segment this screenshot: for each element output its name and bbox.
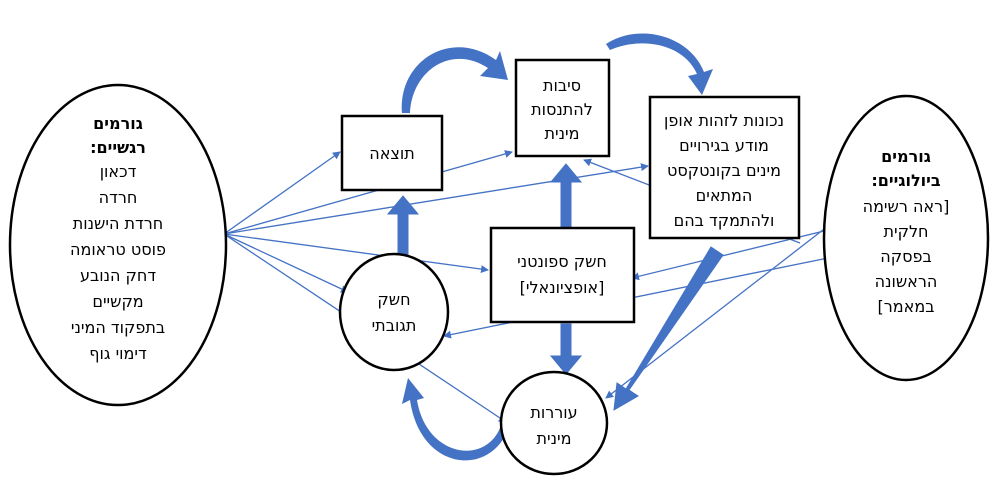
spontaneous-text: חשק ספונטני [אופציונאלי] [517,252,607,297]
arousal-text: עוררות מינית [530,403,577,448]
readiness-text-line: נכונות לזהות אופן [664,111,784,130]
node-sexual-arousal: עוררות מינית [499,370,609,476]
node-responsive-desire: חשק תגובתי [338,252,450,372]
emotional-items-line: חרדת הישנות [73,214,163,233]
curved-arrow-arousal-to-responsive [402,378,508,461]
node-emotional-factors: גורמים רגשיים: דכאון חרדה חרדת הישנות פוסט ט… [8,83,228,407]
biological-items-line: הראשונה [875,272,938,291]
node-spontaneous-desire: חשק ספונטני [אופציונאלי] [489,226,636,324]
arousal-text-line: עוררות [530,403,577,422]
outcome-text-line: תוצאה [369,144,415,163]
thick-arrow-responsive-to-outcome [386,195,420,257]
emotional-items: דכאון חרדה חרדת הישנות פוסט טראומה דחק הנובע… [70,162,166,363]
reasons-text-line: להתנסות [531,100,593,119]
emotional-items-line: פוסט טראומה [70,240,166,259]
readiness-text-line: ולהתמקד בהם [674,211,775,230]
spontaneous-text-line: [אופציונאלי] [520,278,605,297]
emotional-items-line: חרדה [99,188,138,207]
biological-items-line: [ראה רשימה [863,197,950,216]
emotional-title-line: רגשיים: [90,138,146,157]
emotional-items-line: בתפקוד המיני [71,318,165,337]
outcome-text: תוצאה [369,144,415,163]
arrow-emotional-to-reasons [223,150,513,235]
reasons-text: סיבות להתנסות מינית [531,76,593,143]
readiness-text-line: מינים בקונטקסט [667,161,781,180]
readiness-text-line: מודע בגירויים [679,136,769,155]
spontaneous-text-line: חשק ספונטני [517,252,607,271]
responsive-text: חשק תגובתי [372,290,417,335]
thick-arrow-readiness-to-arousal [613,246,724,411]
biological-items-line: חלקית [884,222,929,241]
arrow-emotional-to-spontaneous [223,233,489,274]
biological-title-line: ביולוגיים: [871,171,940,190]
reasons-text-line: מינית [545,124,580,143]
emotional-title-line: גורמים [93,114,143,133]
thick-arrows [386,163,724,411]
arrow-emotional-to-outcome [223,151,341,235]
biological-title-line: גורמים [881,147,931,166]
node-readiness: נכונות לזהות אופן מודע בגירויים מינים בקונ… [648,95,801,240]
node-reasons: סיבות להתנסות מינית [514,58,611,158]
node-biological-factors: גורמים ביולוגיים: [ראה רשימה חלקית בפסקה הרא… [822,94,990,382]
emotional-items-line: דימוי גוף [89,344,147,363]
thick-arrow-spontaneous-to-reasons [549,163,583,229]
arousal-text-line: מינית [537,429,572,448]
biological-items-line: בפסקה [880,247,931,266]
curved-arrows [401,33,713,461]
arrow-emotional-to-responsive [223,233,349,293]
emotional-title: גורמים רגשיים: [90,114,146,157]
readiness-text-line: המתאים [696,186,753,205]
emotional-items-line: דחק הנובע [80,266,156,285]
node-outcome: תוצאה [340,114,444,192]
curved-arrow-outcome-to-reasons [401,47,508,113]
responsive-text-line: חשק [377,290,410,309]
emotional-items-line: דכאון [100,162,137,181]
emotional-items-line: מקשיים [92,292,143,311]
reasons-text-line: סיבות [543,76,581,95]
biological-title: גורמים ביולוגיים: [871,147,940,190]
biological-items-line: במאמר] [878,297,935,316]
responsive-text-line: תגובתי [372,316,417,335]
readiness-text: נכונות לזהות אופן מודע בגירויים מינים בקונ… [664,111,784,230]
thick-arrow-spontaneous-to-arousal [549,323,583,375]
biological-items: [ראה רשימה חלקית בפסקה הראשונה במאמר] [863,197,950,316]
curved-arrow-reasons-to-readiness [606,33,713,95]
